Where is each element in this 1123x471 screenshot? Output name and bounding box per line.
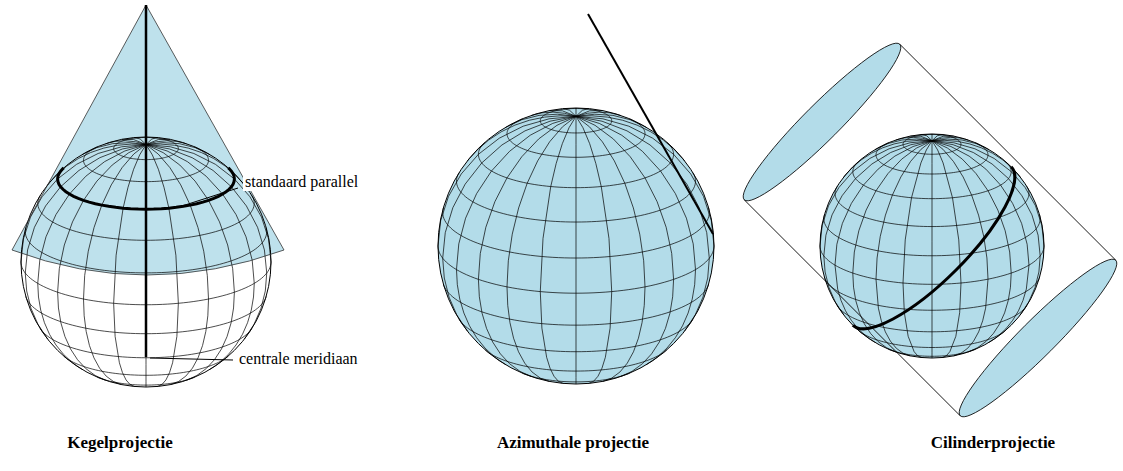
cylinder-side [744,200,960,416]
cone-surface [12,5,284,275]
standard-parallel-label: standaard parallel [243,173,360,191]
cone-figure [12,5,284,387]
cylinder-globe-fill [820,134,1044,358]
central-meridian-line [145,5,148,357]
projection-caption: Azimuthale projectie [497,434,649,453]
azimuthal-figure [438,14,714,384]
azimuthal-globe-fill [438,108,714,384]
cylinder-figure [731,31,1123,428]
cone-outline [12,5,284,275]
tangent-plane [588,14,713,234]
cylinder-side [900,44,1116,260]
cylinder-end [947,247,1123,428]
cylinder-globe-outline [820,134,1044,358]
leader-line [150,358,233,360]
tangent-circle [853,167,1015,329]
projection-caption: Kegelprojectie [67,434,172,453]
azimuthal-globe-graticule [438,108,714,384]
cylinder-globe-graticule [820,134,1044,358]
leader-line [182,188,238,206]
projection-caption: Cilinderprojectie [931,434,1055,453]
central-meridian-label: centrale meridiaan [237,350,360,368]
azimuthal-globe-outline [438,108,714,384]
